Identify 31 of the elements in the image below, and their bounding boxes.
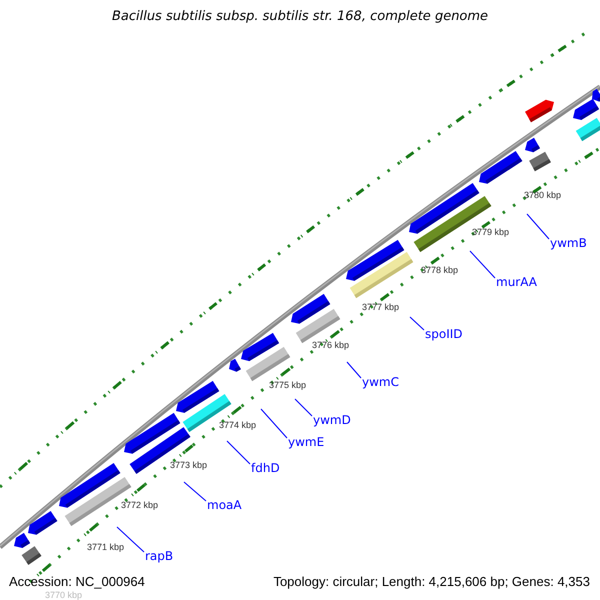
position-label: 3780 kbp xyxy=(524,190,562,200)
gene-label: ywmB xyxy=(550,236,587,250)
leader-line xyxy=(346,362,362,378)
leader-line xyxy=(526,214,550,240)
gene-label: ywmC xyxy=(362,375,399,389)
gene-label: rapB xyxy=(145,549,174,563)
leader-line xyxy=(470,250,496,278)
leader-line xyxy=(184,482,206,502)
gene-label: spoIID xyxy=(425,327,463,341)
position-label: 3774 kbp xyxy=(219,420,256,430)
gene-label: ywmD xyxy=(313,413,351,427)
position-label: 3772 kbp xyxy=(121,500,158,510)
gene-label: ywmE xyxy=(288,435,324,449)
gene-label: fdhD xyxy=(251,461,280,475)
leader-line xyxy=(226,440,250,464)
position-label: 3771 kbp xyxy=(87,542,124,552)
leader-line xyxy=(116,526,144,552)
gene-label: murAA xyxy=(496,275,537,289)
leader-line xyxy=(294,398,312,416)
info-text: Topology: circular; Length: 4,215,606 bp; Genes: 4,353 xyxy=(273,574,590,590)
leader-line xyxy=(410,316,424,330)
title: Bacillus subtilis subsp. subtilis str. 168, complete genome xyxy=(110,9,490,25)
info-text: Accession: NC_000964 xyxy=(9,574,145,590)
position-label: 3773 kbp xyxy=(170,460,208,470)
position-label: 3778 kbp xyxy=(421,265,458,275)
position-label: 3770 kbp xyxy=(45,590,82,600)
position-label: 3776 kbp xyxy=(312,340,350,350)
leader-line xyxy=(260,408,288,438)
gene-label: moaA xyxy=(207,498,242,512)
position-label: 3777 kbp xyxy=(362,302,400,312)
position-label: 3775 kbp xyxy=(269,380,306,390)
